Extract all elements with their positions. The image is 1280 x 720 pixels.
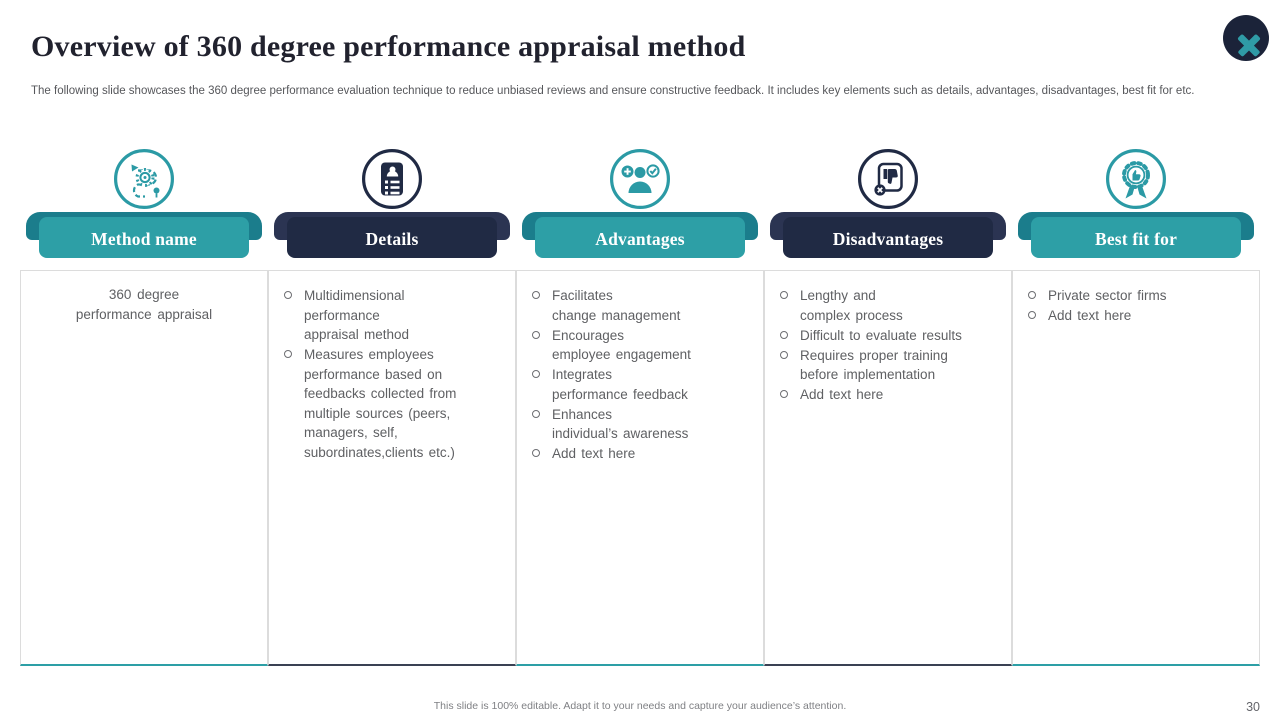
list-item-text: Multidimensional performance appraisal m… <box>304 288 410 342</box>
column-header-banner: Advantages <box>522 212 758 258</box>
column-body-box: 360 degree performance appraisal <box>20 270 268 666</box>
thumbs-down-icon <box>856 147 920 211</box>
award-icon <box>1104 147 1168 211</box>
person-check-icon <box>608 147 672 211</box>
list-item-text: Integrates performance feedback <box>552 367 688 402</box>
list-item-text: Lengthy and complex process <box>800 288 903 323</box>
list-item-text: Add text here <box>1048 308 1132 323</box>
list-item: Facilitates change management <box>530 286 753 325</box>
list-item: Private sector firms <box>1026 286 1249 306</box>
column-header-banner: Best fit for <box>1018 212 1254 258</box>
bullet-icon <box>780 350 788 359</box>
list-item: Multidimensional performance appraisal m… <box>282 286 505 345</box>
bullet-icon <box>1028 291 1036 299</box>
document-person-icon <box>360 147 424 211</box>
list-item-text: Enhances individual’s awareness <box>552 406 689 442</box>
column-body-box: Multidimensional performance appraisal m… <box>268 270 516 666</box>
page-number: 30 <box>1246 700 1260 714</box>
column-center-text: 360 degree performance appraisal <box>75 287 213 322</box>
bullet-list: Multidimensional performance appraisal m… <box>269 271 515 462</box>
bullet-icon <box>532 409 540 418</box>
list-item: Lengthy and complex process <box>778 286 1001 325</box>
columns-row: Method name 360 degree performance appra… <box>20 147 1260 666</box>
column-details: Details Multidimensional performance app… <box>268 147 516 666</box>
list-item-text: Add text here <box>800 387 884 402</box>
banner-front: Details <box>287 217 497 258</box>
column-header-banner: Disadvantages <box>770 212 1006 258</box>
bullet-icon <box>780 390 788 398</box>
bullet-icon <box>780 291 788 299</box>
column-header-label: Details <box>365 229 419 249</box>
bullet-icon <box>780 330 788 339</box>
column-header-banner: Method name <box>26 212 262 258</box>
bullet-icon <box>284 350 292 358</box>
list-item-text: Difficult to evaluate results <box>800 327 962 343</box>
list-item-text: Encourages employee engagement <box>552 327 691 363</box>
column-header-label: Method name <box>91 229 197 249</box>
list-item: Enhances individual’s awareness <box>530 405 753 444</box>
list-item-text: Measures employees performance based on … <box>304 347 457 460</box>
list-item-text: Private sector firms <box>1048 288 1167 303</box>
bullet-icon <box>532 330 540 339</box>
close-icon <box>1236 32 1262 58</box>
process-icon <box>112 147 176 211</box>
banner-front: Disadvantages <box>783 217 993 258</box>
slide-subtitle: The following slide showcases the 360 de… <box>31 85 1195 97</box>
column-header-label: Best fit for <box>1094 229 1178 249</box>
bullet-icon <box>532 291 540 299</box>
list-item: Add text here <box>530 444 753 464</box>
list-item: Add text here <box>1026 306 1249 326</box>
page-title: Overview of 360 degree performance appra… <box>31 30 746 63</box>
banner-front: Best fit for <box>1031 217 1241 258</box>
list-item-text: Facilitates change management <box>552 288 681 323</box>
list-item-text: Requires proper training before implemen… <box>800 347 948 383</box>
column-disadvantages: Disadvantages Lengthy and complex proces… <box>764 147 1012 666</box>
column-header-label: Advantages <box>595 229 685 249</box>
column-header-banner: Details <box>274 212 510 258</box>
banner-front: Method name <box>39 217 249 258</box>
list-item-text: Add text here <box>552 446 636 461</box>
bullet-icon <box>1028 311 1036 319</box>
bullet-icon <box>532 370 540 378</box>
column-method-name: Method name 360 degree performance appra… <box>20 147 268 666</box>
banner-front: Advantages <box>535 217 745 258</box>
close-button[interactable] <box>1223 15 1269 61</box>
list-item: Integrates performance feedback <box>530 365 753 404</box>
footer-note: This slide is 100% editable. Adapt it to… <box>433 700 847 712</box>
column-advantages: Advantages Facilitates change management… <box>516 147 764 666</box>
list-item: Encourages employee engagement <box>530 326 753 365</box>
list-item: Add text here <box>778 385 1001 405</box>
list-item: Measures employees performance based on … <box>282 345 505 462</box>
bullet-icon <box>284 291 292 299</box>
bullet-icon <box>532 449 540 457</box>
list-item: Requires proper training before implemen… <box>778 346 1001 385</box>
list-item: Difficult to evaluate results <box>778 326 1001 346</box>
column-header-label: Disadvantages <box>832 229 944 249</box>
